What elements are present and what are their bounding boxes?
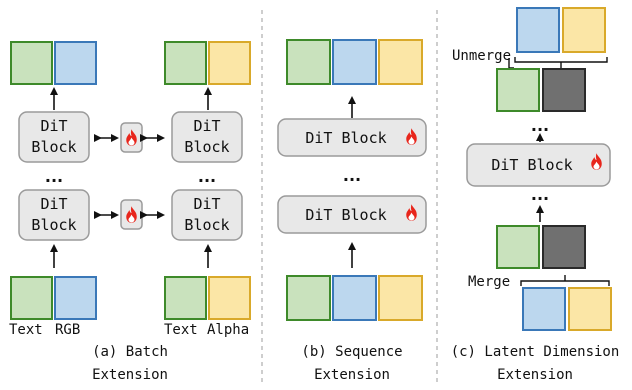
output-text-latent-right	[164, 41, 207, 85]
block-label: DiT Block	[491, 156, 572, 174]
output-alpha-latent	[208, 41, 251, 85]
output-alpha-latent	[562, 7, 606, 53]
block-label: Block	[184, 138, 229, 156]
block-label: DiT	[40, 195, 67, 213]
panel-caption: (a) Batch	[92, 344, 168, 360]
panel-sequence-extension: DiT Block ... DiT Block (b) Sequence Ext…	[277, 39, 427, 383]
input-text-latent-right	[164, 276, 207, 320]
block-label: DiT	[40, 117, 67, 135]
dit-block	[466, 143, 611, 187]
output-rgb-latent	[516, 7, 560, 53]
input-rgb-latent	[54, 276, 97, 320]
panel-caption: Extension	[497, 367, 573, 383]
merged-rgba-latent	[542, 225, 586, 269]
block-label: DiT Block	[305, 206, 386, 224]
unmerge-label: Unmerge	[452, 48, 511, 64]
input-rgb-latent	[332, 275, 377, 321]
input-alpha-latent	[208, 276, 251, 320]
block-label: DiT	[193, 117, 220, 135]
block-label: DiT Block	[305, 129, 386, 147]
panel-caption: (c) Latent Dimension	[451, 344, 620, 360]
dit-block	[18, 111, 90, 163]
dit-block	[171, 189, 243, 241]
input-label-text: Text	[164, 322, 198, 338]
panel-caption: Extension	[92, 367, 168, 383]
dit-block	[277, 195, 427, 234]
block-label: Block	[31, 138, 76, 156]
unmerge-bracket	[514, 57, 608, 63]
output-text-latent	[286, 39, 331, 85]
merge-bracket	[520, 280, 610, 286]
ellipsis: ...	[531, 185, 549, 204]
input-rgb-latent	[522, 287, 566, 331]
input-alpha-latent	[568, 287, 612, 331]
dit-block	[171, 111, 243, 163]
output-text-latent-left	[10, 41, 53, 85]
dit-block	[277, 118, 427, 157]
output-rgb-latent	[332, 39, 377, 85]
panel-caption: Extension	[314, 367, 390, 383]
panel-latent-dimension-extension: Unmerge ... DiT Block ... Merge (c) Late…	[451, 7, 620, 383]
dit-block	[18, 189, 90, 241]
merged-text-latent	[496, 225, 540, 269]
merged-rgba-latent	[542, 68, 586, 112]
input-text-latent-left	[10, 276, 53, 320]
block-label: Block	[184, 216, 229, 234]
ellipsis: ...	[343, 166, 361, 185]
panel-caption: (b) Sequence	[301, 344, 402, 360]
input-label-text: Text	[9, 322, 43, 338]
input-text-latent	[286, 275, 331, 321]
merge-label: Merge	[468, 274, 510, 290]
input-label-rgb: RGB	[55, 322, 80, 338]
input-alpha-latent	[378, 275, 423, 321]
block-label: DiT	[193, 195, 220, 213]
ellipsis: ...	[198, 167, 216, 186]
ellipsis: ...	[531, 116, 549, 135]
panel-batch-extension: DiT Block DiT Block ... ... DiT Block Di…	[9, 41, 251, 383]
merged-text-latent	[496, 68, 540, 112]
input-label-alpha: Alpha	[207, 322, 249, 338]
ellipsis: ...	[45, 167, 63, 186]
block-label: Block	[31, 216, 76, 234]
output-rgb-latent	[54, 41, 97, 85]
output-alpha-latent	[378, 39, 423, 85]
